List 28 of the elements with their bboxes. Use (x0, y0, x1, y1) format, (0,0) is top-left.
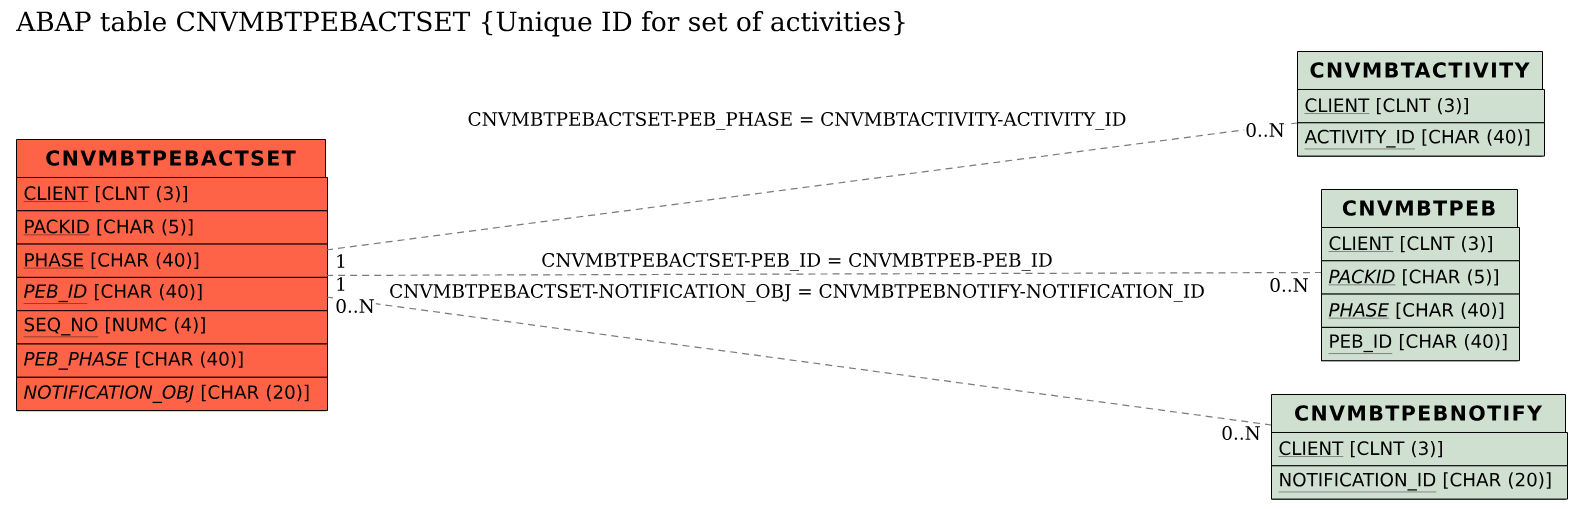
cardinality-label: 0..N (1270, 278, 1308, 292)
cardinality-label: 0..N (1244, 122, 1286, 138)
table-row: PEB_ID [CHAR (40)] (16, 276, 328, 312)
relationship-line (325, 271, 1322, 277)
table-row: SEQ_NO [NUMC (4)] (16, 310, 328, 345)
table-row: PACKID [CHAR (5)] (1321, 260, 1520, 295)
table-row: PACKID [CHAR (5)] (16, 210, 328, 245)
table-row: PEB_ID [CHAR (40)] (1321, 326, 1520, 362)
table-row: PHASE [CHAR (40)] (16, 243, 328, 278)
edge-label: CNVMBTPEBACTSET-NOTIFICATION_OBJ = CNVMBTPEBNOTIFY-NOTIFICATION_ID (390, 284, 1204, 302)
edge-label: CNVMBTPEBACTSET-PEB_ID = CNVMBTPEB-PEB_ID (542, 253, 1052, 271)
title: ABAP table CNVMBTPEBACTSET {Unique ID for set of activities} (16, 10, 905, 37)
cardinality-label: 1 (337, 277, 345, 291)
table-row: CLIENT [CLNT (3)] (16, 177, 328, 212)
cardinality-label: 0..N (334, 298, 376, 314)
table-row: CLIENT [CLNT (3)] (1271, 432, 1568, 467)
cardinality-label: 0..N (1222, 426, 1260, 440)
relationship-line (325, 122, 1298, 251)
table-row: ACTIVITY_ID [CHAR (40)] (1297, 122, 1545, 157)
table-row: PHASE [CHAR (40)] (1321, 293, 1520, 328)
table-row: NOTIFICATION_OBJ [CHAR (20)] (16, 376, 328, 412)
cardinality-label: 1 (337, 254, 345, 268)
table-row: CLIENT [CLNT (3)] (1297, 89, 1545, 124)
table-row: NOTIFICATION_ID [CHAR (20)] (1271, 465, 1568, 500)
edge-label: CNVMBTPEBACTSET-PEB_PHASE = CNVMBTACTIVITY-ACTIVITY_ID (468, 112, 1126, 130)
relationship-line (325, 296, 1272, 426)
table-row: CLIENT [CLNT (3)] (1321, 227, 1520, 262)
table-row: PEB_PHASE [CHAR (40)] (16, 343, 328, 378)
